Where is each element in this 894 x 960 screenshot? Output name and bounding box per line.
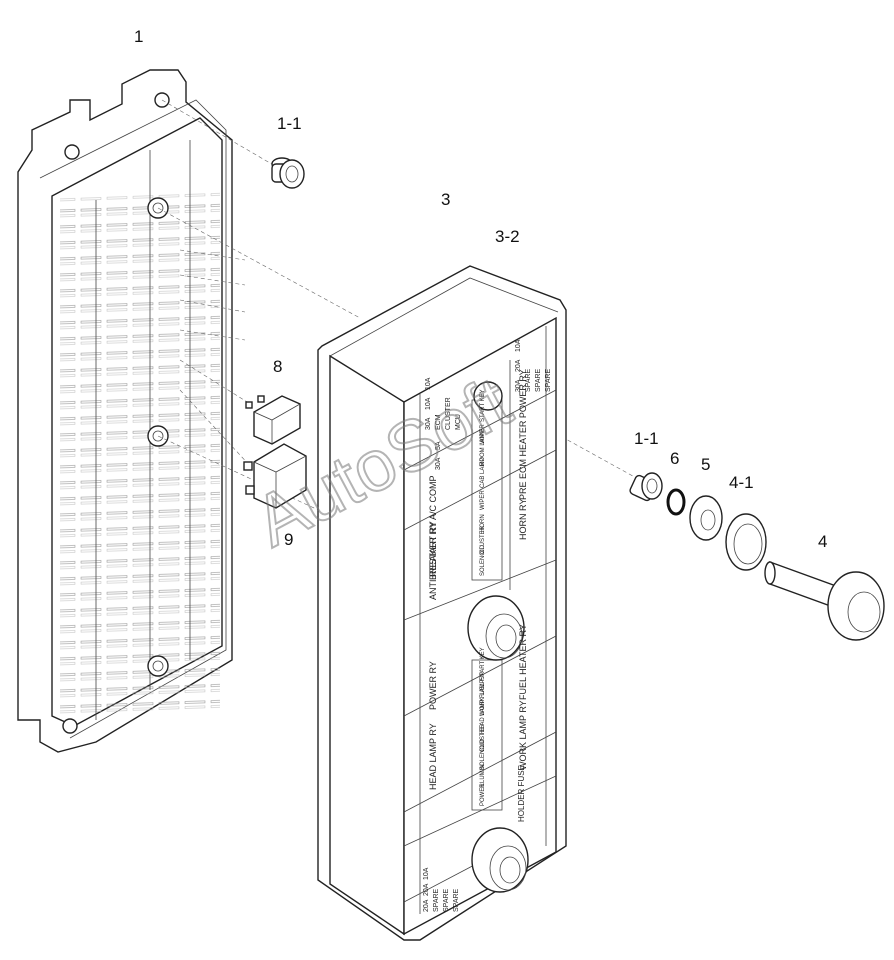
fuse-box-cover [317, 265, 567, 941]
fuse-label: WIPER [480, 424, 486, 444]
relay-label-fuel-heater: FUEL HEATER RY [518, 624, 528, 700]
top-right-amps: 30A 20A 10A SPARE SPARE SPARE [515, 339, 552, 392]
amp-label: 20A [515, 359, 522, 372]
callout-4-1: 4-1 [729, 473, 754, 492]
grommet-right [629, 472, 663, 502]
callout-5: 5 [701, 455, 710, 474]
amp-label: 10A [423, 867, 430, 880]
bottom-amps: 20A 20A 10A SPARE SPARE SPARE [423, 867, 460, 912]
grommet-top [271, 157, 305, 189]
fuse-label: HEAD LAMP [480, 699, 486, 734]
amp-label: 5A [435, 441, 442, 450]
callout-1: 1 [134, 27, 143, 46]
relay-label: POWER RY [428, 661, 438, 710]
amp-label: 10A [425, 377, 432, 390]
fuse-label: CLUSTER [480, 723, 486, 752]
amp-label: 20A [423, 883, 430, 896]
amp-label: 30A [435, 457, 442, 470]
fuse-label: POWER [480, 783, 486, 806]
relay-label-anti-restart: ANTI RESTART RY [428, 521, 438, 600]
amp-label: 10A [515, 339, 522, 352]
ecm-label: ECM [435, 414, 442, 430]
fuse-label: WIPER [480, 490, 486, 510]
callout-8: 8 [273, 357, 282, 376]
fuse-label: FUEL F/P [480, 672, 486, 698]
amp-label: 30A [425, 417, 432, 430]
holder-fuse-text: HOLDER FUSE [517, 765, 526, 822]
relay-label: HORN RY [518, 499, 528, 540]
callout-1-1-top: 1-1 [277, 114, 302, 133]
fuse-label: ILLUMIN [480, 764, 486, 788]
callout-9: 9 [284, 530, 293, 549]
spare-label: SPARE [453, 888, 460, 912]
spare-label: SPARE [433, 888, 440, 912]
relay-label-breaker: BREAKER RY [428, 522, 438, 580]
callout-1-1-right: 1-1 [634, 429, 659, 448]
top-left-amps: 30A 10A 10A ECM CLUSTER MCU [425, 377, 462, 430]
fuse-label: START KEY [480, 389, 486, 422]
fuse-label: CLUSTER [480, 525, 486, 554]
amp-label: 30A [515, 379, 522, 392]
relay-label: ANTI RESTART RY [428, 521, 438, 600]
amp-label: 10A [425, 397, 432, 410]
relay-label-pre-heater: PRE ECM HEATER POWER RY [518, 369, 528, 500]
knob-shaft-4 [764, 561, 885, 641]
relay-8 [245, 395, 301, 445]
relay-label-acomp: A/C COMP [428, 475, 438, 520]
mcu-label: MCU [455, 414, 462, 430]
washer-5 [689, 495, 723, 541]
cluster-label: CLUSTER [445, 397, 452, 430]
relay-label-power: POWER RY [428, 661, 438, 710]
relay-label: HEAD LAMP RY [428, 723, 438, 790]
relay-label-horn: HORN RY [518, 499, 528, 540]
relay-9 [243, 443, 307, 509]
relay-label: WORK LAMP RY [518, 700, 528, 770]
callout-3-2: 3-2 [495, 227, 520, 246]
seal-4-1 [725, 513, 767, 571]
fuse-label: CAB LAMP [480, 458, 486, 488]
fuse-label: START KEY [480, 647, 486, 680]
relay-label: PRE ECM HEATER POWER RY [518, 369, 528, 500]
holder-fuse-label: HOLDER FUSE [517, 765, 526, 822]
spare-label: SPARE [525, 368, 532, 392]
amp-label: 20A [423, 899, 430, 912]
spare-label: SPARE [443, 888, 450, 912]
fuse-box-base [17, 69, 233, 753]
relay-label: BREAKER RY [428, 522, 438, 580]
relay-label-work-lamp: WORK LAMP RY [518, 700, 528, 770]
fuse-label: WORK LAMP [480, 679, 486, 716]
callouts: 1 1-1 3 3-2 8 9 1-1 6 5 4-1 4 [134, 27, 827, 551]
fuse-label: ROOM LAMP [480, 429, 486, 466]
fuse-column-2: POWER ILLUMIN SOLENOID CLUSTER HEAD LAMP… [480, 647, 486, 806]
callout-3: 3 [441, 190, 450, 209]
fuse-column-1: SOLENOID CLUSTER HORN WIPER CAB LAMP ROO… [480, 389, 486, 576]
relay-label-head-lamp: HEAD LAMP RY [428, 723, 438, 790]
mid-amps: 30A 5A [435, 441, 442, 470]
o-ring-6 [666, 488, 686, 516]
fuse-label: HORN [480, 514, 486, 532]
spare-label: SPARE [545, 368, 552, 392]
relay-label: FUEL HEATER RY [518, 624, 528, 700]
fuse-label: SOLENOID [480, 544, 486, 576]
fuse-label: SOLENOID [480, 738, 486, 770]
spare-label: SPARE [535, 368, 542, 392]
callout-4: 4 [818, 532, 827, 551]
relay-label: A/C COMP [428, 475, 438, 520]
cover-labels: 30A 20A 10A SPARE SPARE SPARE 30A 10A 10… [423, 339, 552, 912]
callout-6: 6 [670, 449, 679, 468]
